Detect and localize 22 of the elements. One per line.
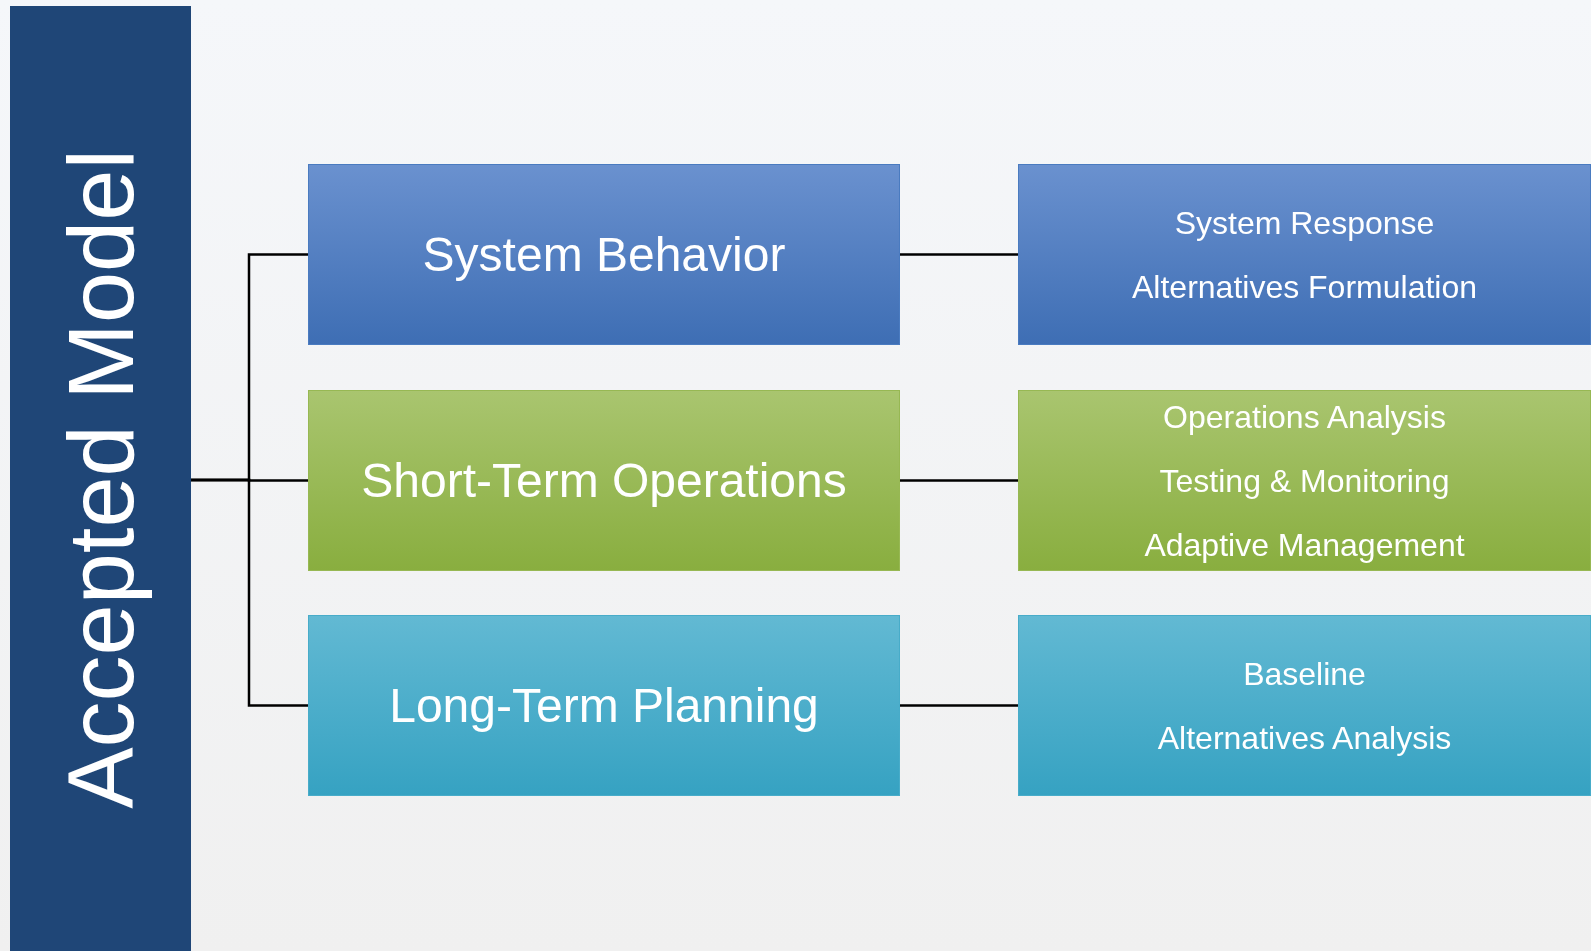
category-label: System Behavior <box>422 227 786 282</box>
category-box <box>308 164 900 345</box>
detail-box <box>1018 615 1591 796</box>
title-text: Accepted Model <box>48 148 153 809</box>
detail-label: Alternatives Formulation <box>1132 267 1477 307</box>
detail-box <box>1018 164 1591 345</box>
detail-label: System Response <box>1174 203 1435 243</box>
title-bar <box>10 6 191 951</box>
connector-line <box>900 479 1018 482</box>
detail-label: Alternatives Analysis <box>1157 718 1452 758</box>
detail-label: Testing & Monitoring <box>1159 461 1450 501</box>
connector-line <box>191 478 308 707</box>
detail-box <box>1018 390 1591 571</box>
connector-line <box>900 253 1018 256</box>
category-box <box>308 615 900 796</box>
connector-line <box>900 704 1018 707</box>
detail-label: Operations Analysis <box>1163 397 1446 437</box>
detail-label: Adaptive Management <box>1144 525 1465 565</box>
detail-label: Baseline <box>1243 654 1366 694</box>
category-label: Short-Term Operations <box>361 453 847 508</box>
category-label: Long-Term Planning <box>389 678 819 733</box>
category-box <box>308 390 900 571</box>
